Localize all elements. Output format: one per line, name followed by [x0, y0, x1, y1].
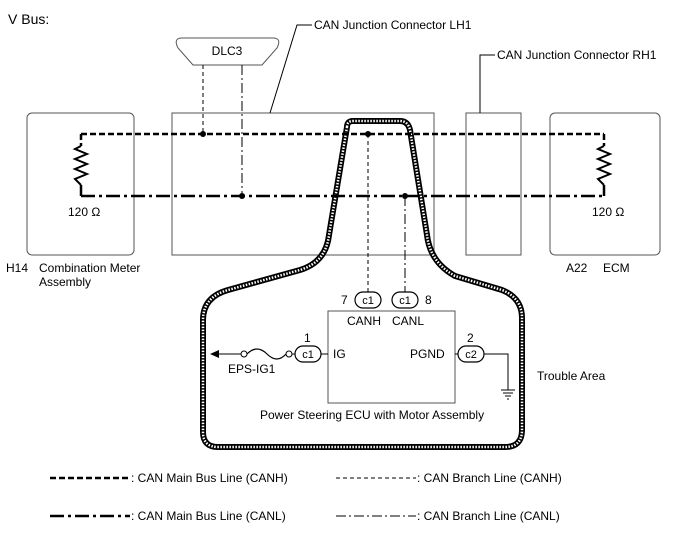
combination-meter-box [26, 112, 135, 256]
power-steering-ecu-label: Power Steering ECU with Motor Assembly [260, 408, 484, 422]
fuse-label: EPS-IG1 [228, 362, 276, 376]
fuse-terminal [285, 350, 293, 358]
dlc3-label: DLC3 [212, 44, 243, 58]
pgnd-signal-label: PGND [410, 347, 445, 361]
ecm-resistor-label: 120 Ω [592, 205, 624, 219]
fuse-icon [246, 348, 287, 360]
ecm-code: A22 [566, 261, 588, 275]
fuse-terminal [240, 350, 248, 358]
combination-meter-resistor-label: 120 Ω [68, 205, 100, 219]
legend-main-canl-label: : CAN Main Bus Line (CANL) [131, 509, 286, 523]
pin-1-number: 1 [304, 331, 311, 345]
junction-connector-rh1-box [465, 112, 522, 256]
junction-lh1-leader [269, 24, 312, 114]
combination-meter-name-line2: Assembly [39, 275, 91, 289]
junction-dot [402, 193, 408, 199]
ecm-resistor [595, 145, 613, 186]
connector-c1-canl [391, 291, 419, 309]
power-steering-ecu-box [327, 310, 456, 404]
can-main-bus-canl [79, 185, 606, 198]
combination-meter-name-line1: Combination Meter [39, 261, 140, 275]
trouble-area-label: Trouble Area [537, 369, 606, 383]
ecm-box [549, 112, 661, 256]
dlc3-connector-shape [175, 37, 280, 66]
junction-dot [365, 131, 371, 137]
can-main-bus-canh [79, 132, 606, 146]
legend-branch-canl-label: : CAN Branch Line (CANL) [417, 509, 560, 523]
connector-c2-pgnd-label: c2 [465, 349, 477, 361]
pgnd-wire [484, 353, 509, 390]
power-source-arrow-icon [210, 350, 219, 358]
pin-7-number: 7 [341, 293, 348, 307]
pin-2-number: 2 [467, 331, 474, 345]
connector-c1-canh [354, 291, 382, 309]
junction-rh1-leader [479, 54, 495, 113]
junction-connector-lh1-box [171, 112, 435, 256]
connector-c1-ig-label: c1 [302, 349, 314, 361]
junction-rh1-label: CAN Junction Connector RH1 [497, 48, 657, 62]
ig-signal-label: IG [333, 347, 346, 361]
connector-c1-canh-label: c1 [362, 295, 374, 307]
pin-8-number: 8 [425, 293, 432, 307]
canh-signal-label: CANH [347, 314, 381, 328]
legend-branch-canh-label: : CAN Branch Line (CANH) [417, 471, 562, 485]
junction-lh1-label: CAN Junction Connector LH1 [314, 18, 472, 32]
combination-meter-resistor [72, 145, 90, 186]
ground-icon [501, 389, 515, 400]
trouble-area-outline [200, 118, 525, 450]
ecm-name: ECM [603, 261, 630, 275]
legend-main-canh-label: : CAN Main Bus Line (CANH) [131, 471, 288, 485]
canl-signal-label: CANL [392, 314, 424, 328]
diagram-title: V Bus: [8, 11, 49, 27]
junction-dot [200, 131, 206, 137]
combination-meter-code: H14 [6, 261, 28, 275]
connector-c1-canl-label: c1 [399, 295, 411, 307]
junction-dot [239, 193, 245, 199]
